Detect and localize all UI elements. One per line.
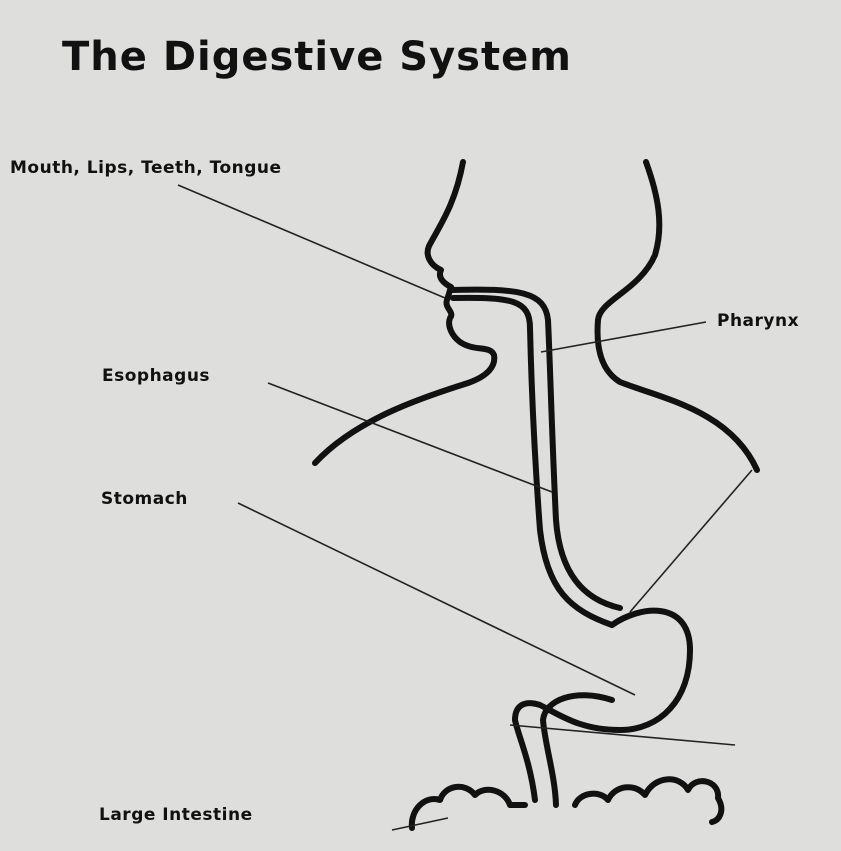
- stomach-outline: [515, 611, 690, 730]
- face-outline: [315, 162, 494, 463]
- duodenum-outer: [515, 720, 535, 800]
- label-stomach: Stomach: [101, 489, 188, 509]
- label-esophagus: Esophagus: [102, 366, 210, 386]
- large-intestine-outline: [412, 779, 722, 828]
- leader-line-mouth: [178, 185, 445, 298]
- leader-line-esophagus: [268, 383, 552, 492]
- label-large-intestine: Large Intestine: [99, 805, 253, 825]
- label-mouth: Mouth, Lips, Teeth, Tongue: [10, 158, 282, 178]
- leader-line-large-intestine: [392, 818, 448, 830]
- label-pharynx: Pharynx: [717, 311, 799, 331]
- leader-line-pharynx: [541, 322, 706, 352]
- leader-line-shoulder: [630, 470, 752, 612]
- leader-line-stomach: [238, 503, 635, 695]
